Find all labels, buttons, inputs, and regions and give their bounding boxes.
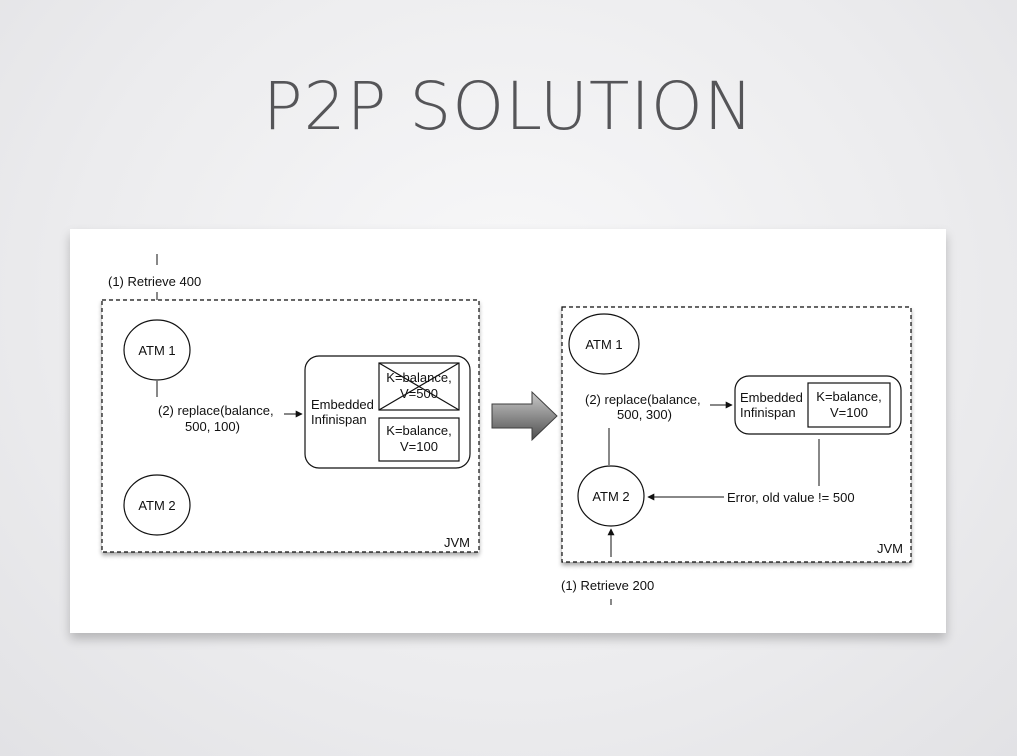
left-old-entry-line2: V=500 xyxy=(400,386,438,401)
left-replace-line1: (2) replace(balance, xyxy=(158,403,274,418)
right-replace-line1: (2) replace(balance, xyxy=(585,392,701,407)
left-new-entry-box xyxy=(378,417,460,462)
right-atm2-node xyxy=(577,465,645,527)
left-cache-line1: Embedded xyxy=(311,397,374,412)
right-replace-line2: 500, 300) xyxy=(617,407,672,422)
left-cache-line2: Infinispan xyxy=(311,412,367,427)
left-new-entry-line1: K=balance, xyxy=(386,423,451,438)
left-atm1-label: ATM 1 xyxy=(138,343,175,358)
right-diagram: ATM 1 (2) replace(balance, 500, 300) Emb… xyxy=(561,306,912,605)
right-cache-line2: Infinispan xyxy=(740,405,796,420)
right-request-label: (1) Retrieve 200 xyxy=(561,578,654,593)
left-atm1-node xyxy=(123,319,191,381)
right-entry-box xyxy=(807,382,891,428)
right-entry-line1: K=balance, xyxy=(816,389,881,404)
left-request-label: (1) Retrieve 400 xyxy=(108,274,201,289)
right-cache-line1: Embedded xyxy=(740,390,803,405)
right-atm2-label: ATM 2 xyxy=(592,489,629,504)
left-new-entry-line2: V=100 xyxy=(400,439,438,454)
left-replace-line2: 500, 100) xyxy=(185,419,240,434)
slide-title: P2P SOLUTION xyxy=(262,68,755,145)
left-atm2-node xyxy=(123,474,191,536)
right-atm1-label: ATM 1 xyxy=(585,337,622,352)
diagram-panel: (1) Retrieve 400 ATM 1 (2) replace(balan… xyxy=(70,229,946,633)
right-error-label: Error, old value != 500 xyxy=(727,490,855,505)
right-entry-line2: V=100 xyxy=(830,405,868,420)
right-atm1-node xyxy=(568,313,640,375)
transition-arrow-icon xyxy=(491,390,558,442)
diagram-canvas: (1) Retrieve 400 ATM 1 (2) replace(balan… xyxy=(101,254,912,605)
left-diagram: (1) Retrieve 400 ATM 1 (2) replace(balan… xyxy=(101,254,480,553)
left-old-entry-strike-b xyxy=(378,362,460,411)
left-jvm-label: JVM xyxy=(444,535,470,550)
left-atm2-label: ATM 2 xyxy=(138,498,175,513)
left-old-entry-line1: K=balance, xyxy=(386,370,451,385)
right-jvm-label: JVM xyxy=(877,541,903,556)
